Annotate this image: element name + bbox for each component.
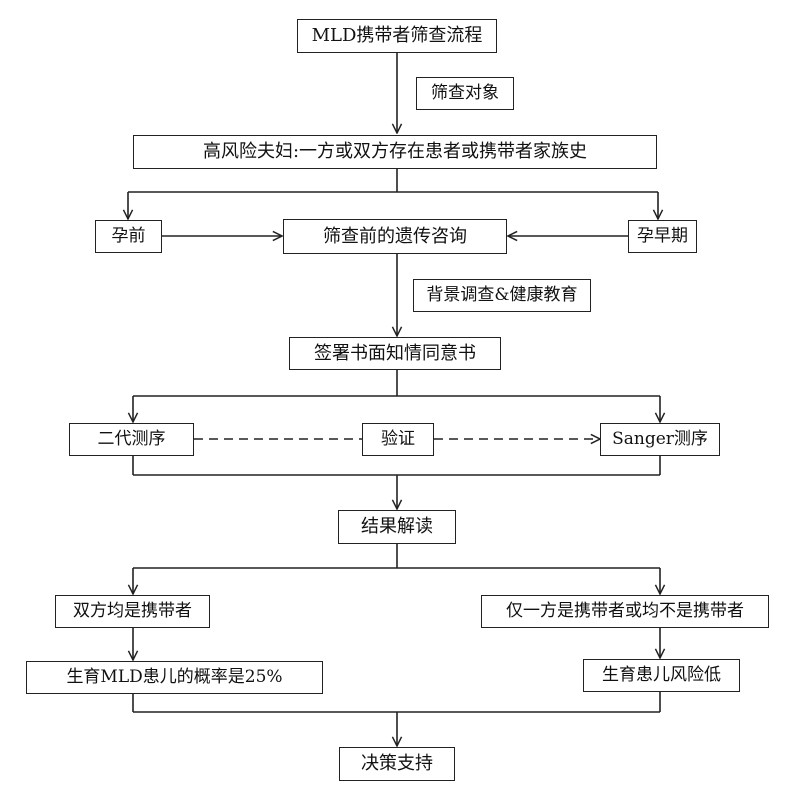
node-risk-low: 生育患儿风险低 [583,659,740,692]
node-informed-consent: 签署书面知情同意书 [289,337,501,370]
node-sanger: Sanger测序 [600,423,720,456]
node-both-carriers: 双方均是携带者 [55,595,210,628]
edge-label-screening-target: 筛查对象 [416,77,514,110]
node-risk-25-percent: 生育MLD患儿的概率是25% [26,661,323,694]
node-one-or-none-carrier: 仅一方是携带者或均不是携带者 [481,595,769,628]
node-result-interpretation: 结果解读 [338,510,456,544]
node-verification: 验证 [362,423,434,456]
node-early-pregnancy: 孕早期 [628,220,697,253]
flowchart-title: MLD携带者筛查流程 [297,19,497,53]
node-genetic-counseling: 筛查前的遗传咨询 [283,219,507,254]
node-decision-support: 决策支持 [339,747,455,781]
edge-label-background-education: 背景调查&健康教育 [413,279,591,312]
node-ngs: 二代测序 [69,423,194,456]
node-pre-pregnancy: 孕前 [95,220,162,253]
node-high-risk-couple: 高风险夫妇:一方或双方存在患者或携带者家族史 [133,135,657,169]
